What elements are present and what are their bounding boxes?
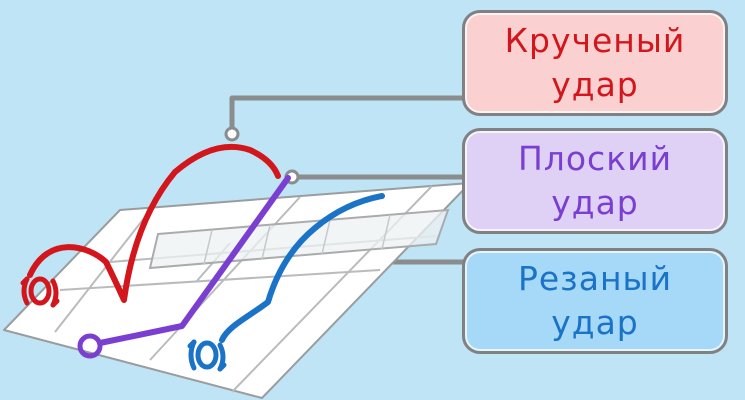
connector-topspin [229,95,464,134]
court-line [59,269,381,291]
topspin-label-line1: Крученый [504,21,686,60]
slice-trajectory [219,193,385,343]
net-mesh [381,214,391,250]
court-line [54,207,153,333]
tennis-court [3,182,471,399]
slice-ball-icon [187,339,227,372]
topspin-label-line2: удар [551,65,639,104]
net-mesh [261,224,271,260]
slice-label-line1: Резаный [517,259,673,298]
net-mesh [203,229,213,265]
slice-label-box: Резаный удар [462,248,728,354]
flat-label-line2: удар [551,183,639,222]
flat-label-box: Плоский удар [462,128,728,234]
topspin-trajectory [27,143,281,303]
connector-dot-topspin [224,126,240,142]
flat-label-line1: Плоский [517,139,673,178]
court-net [148,208,450,270]
net-mesh [321,219,331,255]
flat-trajectory [97,175,291,346]
slice-label-line2: удар [551,303,639,342]
topspin-label-box: Крученый удар [462,10,728,116]
spin-ball-icon [20,276,60,308]
flat-ball-icon [77,333,103,359]
